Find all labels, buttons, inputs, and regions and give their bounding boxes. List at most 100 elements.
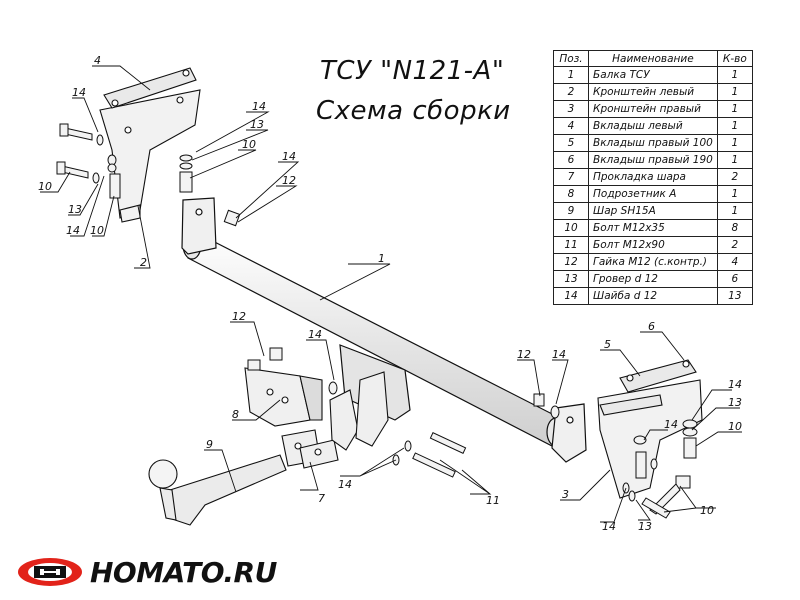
callout-11: 11 — [486, 494, 500, 507]
callout-10: 10 — [38, 180, 52, 193]
row-name: Гайка М12 (с.контр.) — [588, 253, 718, 271]
callout-2: 2 — [140, 256, 147, 269]
row-name: Подрозетник А — [588, 185, 718, 203]
row-name: Вкладыш правый 100 — [588, 134, 718, 152]
callout-3: 3 — [562, 488, 569, 501]
callout-14: 14 — [552, 348, 566, 361]
callout-7: 7 — [318, 492, 325, 505]
row-pos: 8 — [553, 185, 589, 203]
callout-10: 10 — [90, 224, 104, 237]
parts-table-header: Поз. Наименование К-во — [553, 50, 753, 67]
row-pos: 6 — [553, 151, 589, 169]
callout-12: 12 — [282, 174, 296, 187]
header-qty: К-во — [716, 50, 753, 67]
row-qty: 6 — [716, 270, 753, 288]
callout-13: 13 — [250, 118, 264, 131]
row-pos: 2 — [553, 83, 589, 101]
center-mount-plates — [329, 371, 389, 451]
row-pos: 5 — [553, 134, 589, 152]
row-pos: 7 — [553, 168, 589, 186]
row-name: Болт М12х35 — [588, 219, 718, 237]
header-name: Наименование — [588, 50, 718, 67]
row-name: Кронштейн правый — [588, 100, 718, 118]
row-pos: 13 — [553, 270, 589, 288]
callout-13: 13 — [638, 520, 652, 533]
row-name: Шар SH15A — [588, 202, 718, 220]
row-qty: 1 — [716, 185, 753, 203]
brand-name: HOMATO.RU — [90, 556, 277, 589]
callout-labels: 4 14 10 13 14 10 2 14 13 10 14 12 1 12 8… — [38, 54, 742, 533]
row-pos: 11 — [553, 236, 589, 254]
callout-1: 1 — [378, 252, 385, 265]
row-pos: 1 — [553, 66, 589, 84]
fasteners — [56, 123, 698, 519]
row-qty: 1 — [716, 83, 753, 101]
row-pos: 4 — [553, 117, 589, 135]
row-qty: 2 — [716, 168, 753, 186]
callout-14: 14 — [308, 328, 322, 341]
callout-12: 12 — [517, 348, 531, 361]
callout-14: 14 — [66, 224, 80, 237]
callout-13: 13 — [68, 203, 82, 216]
row-name: Кронштейн левый — [588, 83, 718, 101]
row-qty: 1 — [716, 151, 753, 169]
row-name: Вкладыш левый — [588, 117, 718, 135]
row-pos: 3 — [553, 100, 589, 118]
callout-14: 14 — [338, 478, 352, 491]
callout-5: 5 — [604, 338, 611, 351]
callout-10: 10 — [700, 504, 714, 517]
row-qty: 1 — [716, 117, 753, 135]
row-qty: 1 — [716, 202, 753, 220]
row-qty: 1 — [716, 66, 753, 84]
homato-logo-icon — [18, 558, 82, 586]
row-pos: 9 — [553, 202, 589, 220]
right-bracket — [597, 359, 703, 499]
callout-14: 14 — [664, 418, 678, 431]
row-name: Болт М12х90 — [588, 236, 718, 254]
ball-spacers — [281, 429, 339, 469]
callout-9: 9 — [206, 438, 213, 451]
leader-lines — [40, 65, 742, 523]
row-qty: 4 — [716, 253, 753, 271]
callout-13: 13 — [728, 396, 742, 409]
row-name: Прокладка шара — [588, 168, 718, 186]
tow-beam — [181, 197, 587, 463]
row-name: Шайба d 12 — [588, 287, 718, 305]
callout-8: 8 — [232, 408, 239, 421]
socket-bracket — [244, 367, 323, 427]
row-pos: 10 — [553, 219, 589, 237]
left-bracket — [99, 67, 201, 223]
row-pos: 12 — [553, 253, 589, 271]
row-qty: 13 — [716, 287, 753, 305]
row-qty: 8 — [716, 219, 753, 237]
towball — [148, 454, 287, 526]
callout-14: 14 — [602, 520, 616, 533]
row-pos: 14 — [553, 287, 589, 305]
callout-14: 14 — [728, 378, 742, 391]
row-name: Вкладыш правый 190 — [588, 151, 718, 169]
callout-14: 14 — [72, 86, 86, 99]
callout-10: 10 — [242, 138, 256, 151]
row-qty: 1 — [716, 134, 753, 152]
callout-14: 14 — [252, 100, 266, 113]
row-name: Гровер d 12 — [588, 270, 718, 288]
callout-14: 14 — [282, 150, 296, 163]
diagram-subtitle: Схема сборки — [316, 96, 511, 126]
callout-4: 4 — [94, 54, 101, 67]
row-qty: 2 — [716, 236, 753, 254]
